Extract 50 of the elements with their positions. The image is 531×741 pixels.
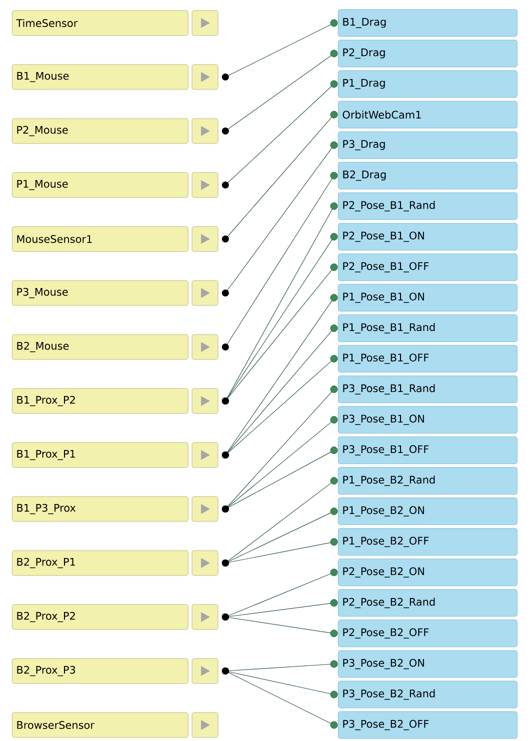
sensor-box: B1_Prox_P2: [12, 388, 188, 414]
target-box: P1_Pose_B2_ON: [338, 498, 518, 525]
connector: [222, 19, 338, 80]
target-box: B2_Drag: [338, 162, 518, 190]
target-box: P2_Pose_B2_ON: [338, 558, 518, 586]
target-box: P1_Pose_B1_ON: [338, 284, 518, 312]
target-box: OrbitWebCam1: [338, 100, 518, 128]
target-box: P3_Pose_B2_OFF: [338, 711, 518, 739]
connector: [222, 354, 338, 458]
sensor-box: B1_P3_Prox: [12, 496, 188, 522]
connector: [222, 446, 338, 512]
connector: [222, 50, 338, 134]
sensor-box: MouseSensor1: [12, 226, 188, 252]
sensor-box: B1_Prox_P1: [12, 442, 188, 468]
sensor-box: B2_Prox_P1: [12, 550, 188, 576]
sensor-box: B2_Prox_P3: [12, 658, 188, 684]
target-box: P3_Pose_B1_OFF: [338, 436, 518, 464]
sensor-box: P3_Mouse: [12, 280, 188, 306]
target-box: P1_Pose_B1_OFF: [338, 345, 518, 372]
sensor-box: P2_Mouse: [12, 118, 188, 144]
target-box: P3_Drag: [338, 131, 518, 159]
connector: [222, 172, 338, 350]
target-box: P1_Pose_B2_Rand: [338, 467, 518, 494]
connector: [222, 141, 338, 296]
connector: [222, 538, 338, 566]
sensor-box: TimeSensor: [12, 10, 188, 36]
target-box: P3_Pose_B2_ON: [338, 650, 518, 678]
sensor-box: B2_Mouse: [12, 334, 188, 360]
target-box: P2_Drag: [338, 40, 518, 68]
target-box: P3_Pose_B1_Rand: [338, 376, 518, 403]
target-box: P1_Drag: [338, 70, 518, 98]
target-box: P3_Pose_B2_Rand: [338, 680, 518, 708]
connector: [222, 263, 338, 404]
target-box: P1_Pose_B1_Rand: [338, 314, 518, 342]
target-box: B1_Drag: [338, 9, 518, 37]
target-box: P2_Pose_B1_OFF: [338, 254, 518, 281]
target-box: P1_Pose_B2_OFF: [338, 528, 518, 556]
target-box: P2_Pose_B1_Rand: [338, 192, 518, 220]
target-box: P2_Pose_B2_Rand: [338, 589, 518, 617]
sensor-box: BrowserSensor: [12, 712, 188, 738]
connector: [222, 668, 338, 729]
connector: [222, 110, 338, 242]
sensor-box: B1_Mouse: [12, 64, 188, 90]
connector: [222, 614, 338, 638]
target-box: P3_Pose_B1_ON: [338, 406, 518, 434]
sensor-box: B2_Prox_P2: [12, 604, 188, 630]
sensor-box: P1_Mouse: [12, 172, 188, 198]
target-box: P2_Pose_B1_ON: [338, 223, 518, 250]
target-box: P2_Pose_B2_OFF: [338, 620, 518, 648]
connector: [222, 80, 338, 188]
